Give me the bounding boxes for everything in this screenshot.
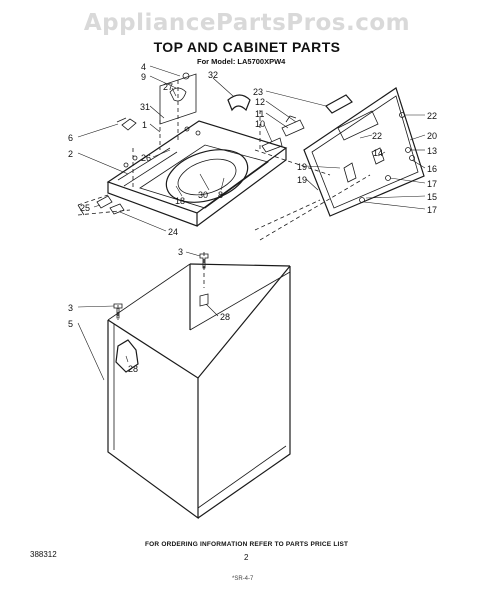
page-number: 2 — [244, 553, 249, 562]
callout-14: 14 — [373, 148, 383, 158]
callout-15: 15 — [427, 192, 437, 202]
callout-17-lower: 17 — [427, 205, 437, 215]
diagram-title: TOP AND CABINET PARTS — [153, 39, 341, 55]
callout-23: 23 — [253, 87, 263, 97]
callout-25: 25 — [80, 203, 90, 213]
callout-5: 5 — [68, 319, 73, 329]
callout-labels: 4 9 27 31 1 6 2 26 30 8 18 25 24 32 23 1… — [68, 62, 437, 374]
callout-6: 6 — [68, 133, 73, 143]
ordering-note: FOR ORDERING INFORMATION REFER TO PARTS … — [145, 541, 349, 548]
callout-3-lower: 3 — [68, 303, 73, 313]
callout-26: 26 — [141, 153, 151, 163]
callout-16: 16 — [427, 164, 437, 174]
lid — [303, 87, 425, 217]
callout-19: 19 — [297, 162, 307, 172]
leader-lines — [77, 65, 426, 381]
callout-12: 12 — [255, 97, 265, 107]
callout-32: 32 — [208, 70, 218, 80]
model-label: For Model: LA5700XPW4 — [197, 57, 286, 66]
watermark: AppliancePartsPros.com — [83, 10, 411, 36]
screw-lower — [113, 303, 123, 319]
callout-10: 10 — [255, 119, 265, 129]
callout-28-lower: 28 — [128, 364, 138, 374]
callout-13-right: 13 — [427, 146, 437, 156]
screw-upper — [199, 253, 209, 269]
callout-2: 2 — [68, 149, 73, 159]
callout-13-left: 19 — [297, 175, 307, 185]
callout-11: 11 — [255, 109, 264, 119]
callout-8: 8 — [218, 190, 223, 200]
callout-18: 18 — [175, 196, 185, 206]
part-32-gasket — [227, 94, 251, 112]
callout-4: 4 — [141, 62, 146, 72]
callout-22-right: 22 — [427, 111, 437, 121]
callout-24: 24 — [168, 227, 178, 237]
callout-20: 20 — [427, 131, 437, 141]
callout-28-upper: 28 — [220, 312, 230, 322]
callout-9: 9 — [141, 72, 146, 82]
guide-lines — [77, 110, 371, 320]
callout-31: 31 — [140, 102, 150, 112]
mounting-clips — [77, 195, 125, 216]
hinge-bracket — [116, 72, 197, 140]
callout-1: 1 — [142, 120, 147, 130]
cabinet-top — [106, 120, 288, 227]
figure-id: 388312 — [30, 550, 57, 559]
callout-17-upper: 17 — [427, 179, 437, 189]
cabinet-body — [107, 263, 291, 520]
callout-22-inner: 22 — [372, 131, 382, 141]
callout-3-upper: 3 — [178, 247, 183, 257]
lid-latch — [261, 115, 305, 153]
callout-27: 27 — [163, 82, 173, 92]
footer-code: *SR-4-7 — [232, 576, 254, 582]
callout-30: 30 — [198, 190, 208, 200]
